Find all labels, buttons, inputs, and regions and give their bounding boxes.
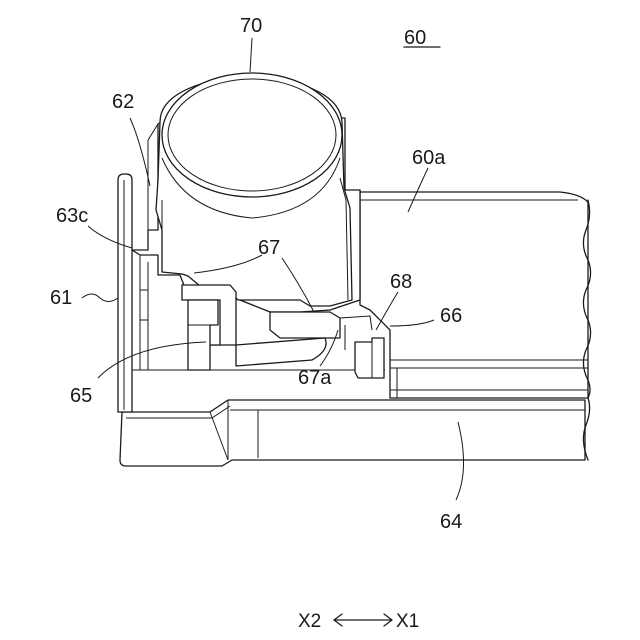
- leader-61: [82, 294, 118, 302]
- label-63c: 63c: [56, 205, 88, 227]
- label-70: 70: [240, 15, 262, 37]
- double-arrow-icon: [334, 614, 392, 626]
- base-rail-64: [120, 400, 585, 466]
- leader-62: [130, 118, 150, 186]
- direction-left-label: X2: [298, 611, 321, 632]
- label-62: 62: [112, 91, 134, 113]
- label-61: 61: [50, 287, 72, 309]
- label-65: 65: [70, 385, 92, 407]
- label-60a: 60a: [412, 147, 446, 169]
- stopper-68: [355, 338, 384, 378]
- direction-right-label: X1: [396, 611, 419, 632]
- camera-70: [156, 73, 352, 306]
- label-66: 66: [440, 305, 462, 327]
- direction-indicator: X2 X1: [298, 611, 419, 632]
- figure-number: 60: [404, 27, 426, 49]
- label-67a: 67a: [298, 367, 332, 389]
- label-64: 64: [440, 511, 462, 533]
- side-wall-61: [118, 174, 132, 412]
- label-67: 67: [258, 237, 280, 259]
- leader-70: [250, 38, 252, 72]
- label-68: 68: [390, 271, 412, 293]
